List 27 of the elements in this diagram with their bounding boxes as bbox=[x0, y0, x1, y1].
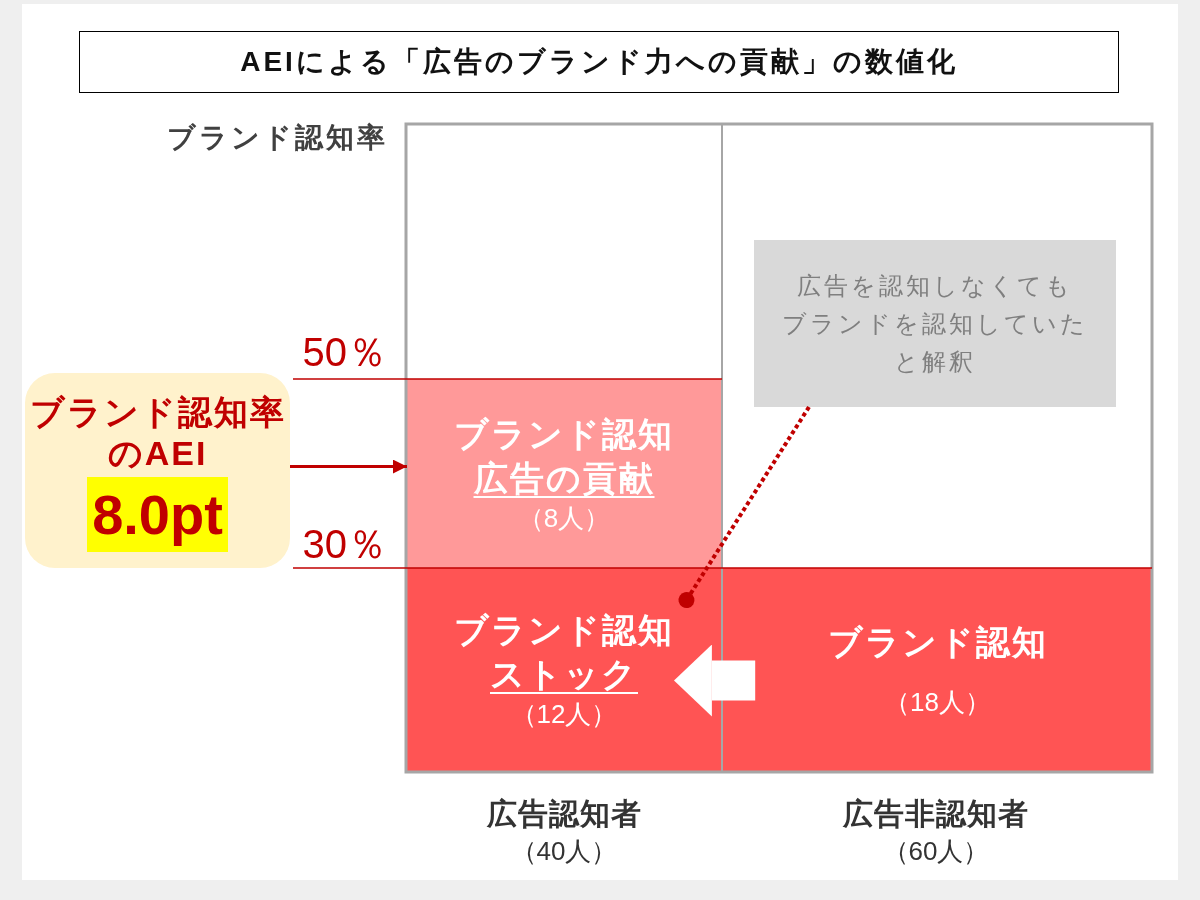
chart-segment bbox=[407, 568, 721, 771]
callout-box bbox=[25, 373, 290, 568]
arrow bbox=[290, 459, 407, 474]
chart-segment bbox=[407, 379, 721, 568]
segment-heading: ブランド認知 bbox=[454, 413, 674, 455]
category-label: 広告非認知者 bbox=[843, 796, 1029, 832]
category-count: （60人） bbox=[882, 835, 990, 868]
callout-heading: ブランド認知率のAEI bbox=[28, 392, 287, 474]
note-text: 広告を認知しなくてもブランドを認知していたと解釈 bbox=[782, 270, 1088, 377]
category-label: 広告認知者 bbox=[486, 796, 642, 832]
leader-line bbox=[678, 405, 811, 609]
segment-heading: ブランド認知 bbox=[454, 609, 674, 651]
count-text: （8人） bbox=[517, 501, 611, 535]
category-count: （40人） bbox=[510, 835, 618, 868]
highlighted-value: 8.0pt bbox=[87, 477, 228, 552]
axis-title: ブランド認知率 bbox=[167, 121, 388, 155]
segment-subheading: ストック bbox=[490, 653, 638, 695]
block-arrow bbox=[673, 644, 756, 717]
count-text: （18人） bbox=[884, 685, 991, 719]
level-label: 50％ bbox=[302, 329, 387, 376]
segment-subheading: 広告の貢献 bbox=[473, 457, 655, 499]
title: AEIによる「広告のブランド力への貢献」の数値化 bbox=[79, 31, 1119, 93]
note-box bbox=[754, 240, 1116, 407]
segment-heading: ブランド認知 bbox=[827, 621, 1048, 663]
chart-segment bbox=[723, 568, 1152, 771]
level-label: 30％ bbox=[302, 521, 387, 568]
count-text: （12人） bbox=[510, 697, 618, 731]
